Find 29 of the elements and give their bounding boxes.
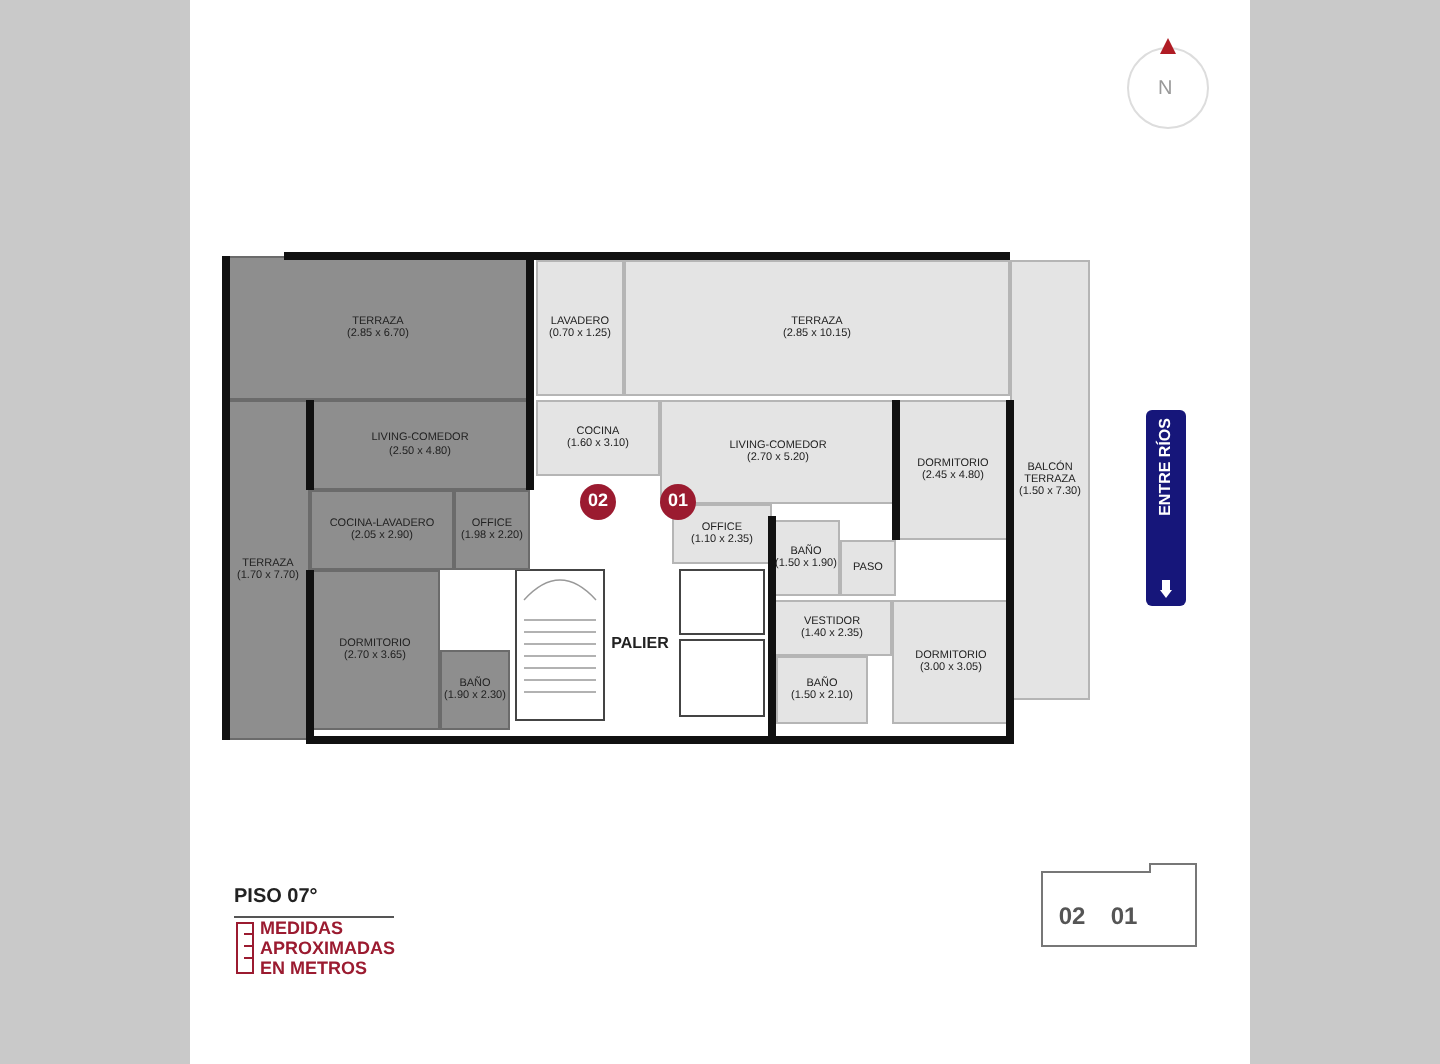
room-area: [226, 256, 530, 400]
room-area: [226, 400, 310, 740]
north-label: N: [1158, 76, 1173, 104]
room-name: PALIER: [611, 636, 669, 654]
street-name: ENTRE RÍOS: [1154, 418, 1176, 516]
unit-number: 02: [1058, 904, 1086, 932]
room-area: [1010, 260, 1090, 700]
room-area: [892, 600, 1010, 724]
room-area: [772, 520, 840, 596]
floor-title: PISO 07°: [234, 882, 394, 918]
unit-number: 01: [1110, 904, 1138, 932]
room-area: [310, 490, 454, 570]
unit-marker: [580, 484, 616, 520]
room-area: [660, 400, 896, 504]
room-area: [536, 260, 624, 396]
room-area: [624, 260, 1010, 396]
room-area: [440, 650, 510, 730]
room-area: [776, 656, 868, 724]
room-area: [310, 570, 440, 730]
room-area: [536, 400, 660, 476]
room-area: [310, 400, 530, 490]
room-area: [840, 540, 896, 596]
room-area: [896, 400, 1010, 540]
unit-number: 01: [667, 492, 688, 512]
room-area: [672, 504, 772, 564]
room-area: [454, 490, 530, 570]
measurement-note: MEDIDAS APROXIMADAS EN METROS: [260, 918, 398, 978]
room-area: [772, 600, 892, 656]
unit-number: 02: [587, 492, 608, 512]
